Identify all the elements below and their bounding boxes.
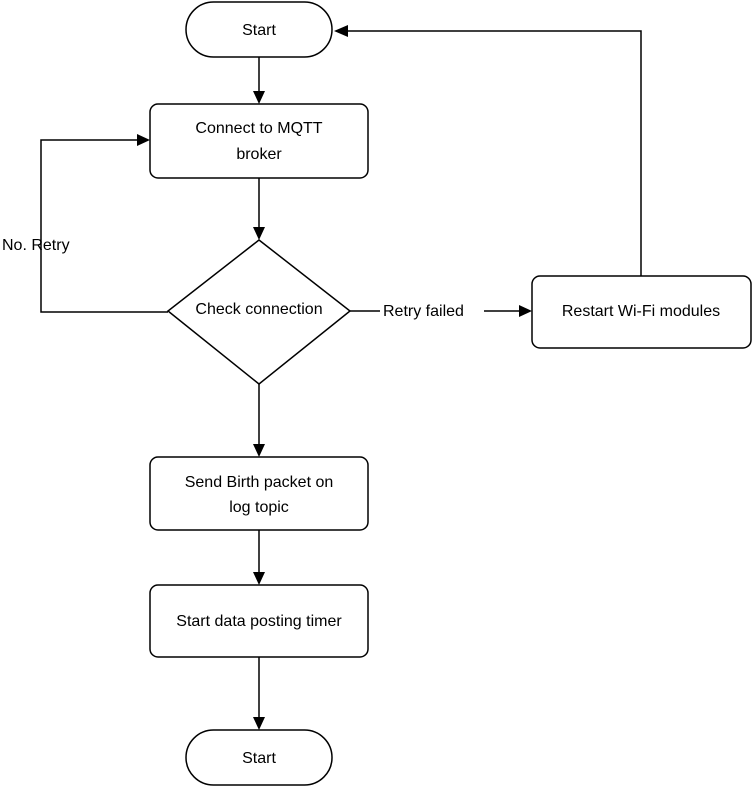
node-check-connection-label: Check connection xyxy=(195,301,322,318)
edge-label-retry-failed: Retry failed xyxy=(383,303,464,320)
node-send-birth-label-line2: log topic xyxy=(229,499,289,516)
edge-restart-to-start xyxy=(334,25,642,276)
edge-birth-to-timer xyxy=(253,530,265,585)
node-start-bottom-label: Start xyxy=(242,750,276,767)
node-send-birth-label-line1: Send Birth packet on xyxy=(185,474,334,491)
node-connect-mqtt-label-line2: broker xyxy=(236,146,282,163)
node-restart-wifi-label: Restart Wi-Fi modules xyxy=(562,303,720,320)
node-check-connection: Check connection xyxy=(166,239,352,385)
edge-connect-to-check xyxy=(253,178,265,240)
edge-check-to-birth xyxy=(253,384,265,457)
edge-timer-to-end xyxy=(253,657,265,730)
node-connect-mqtt: Connect to MQTT broker xyxy=(149,103,369,179)
edge-start-to-connect xyxy=(253,57,265,104)
node-start-timer-label: Start data posting timer xyxy=(176,613,342,630)
node-start-timer: Start data posting timer xyxy=(149,584,369,658)
edge-check-to-connect-retry xyxy=(40,134,168,313)
node-start-top-label: Start xyxy=(242,22,276,39)
node-restart-wifi: Restart Wi-Fi modules xyxy=(531,275,752,349)
edge-label-bg xyxy=(380,299,484,321)
node-start-bottom: Start xyxy=(185,729,333,786)
node-start-top: Start xyxy=(185,1,333,58)
node-connect-mqtt-label-line1: Connect to MQTT xyxy=(195,120,322,137)
edge-label-no-retry: No. Retry xyxy=(2,237,70,254)
node-send-birth: Send Birth packet on log topic xyxy=(149,456,369,531)
